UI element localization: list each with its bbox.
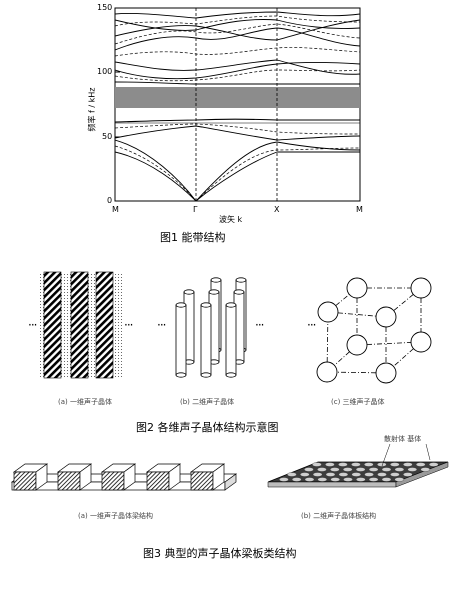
- plate-hole: [325, 472, 336, 477]
- plate-hole: [420, 467, 431, 472]
- plate-hole: [356, 477, 366, 482]
- plate-hole: [330, 477, 340, 482]
- plate-hole: [381, 467, 392, 472]
- plate-hole: [381, 477, 392, 482]
- beam-block: [56, 463, 93, 491]
- plate-hole: [390, 472, 400, 477]
- band-dashed-5: [115, 23, 360, 45]
- dots-left-c: ···: [307, 318, 317, 332]
- beam-block: [145, 463, 182, 491]
- plate-hole: [390, 462, 400, 467]
- plate-hole: [291, 477, 302, 482]
- band-upper-4: [115, 11, 360, 19]
- band-acoustic-2: [115, 139, 360, 201]
- plate-hole: [428, 462, 439, 467]
- y-tick-50: 50: [102, 132, 113, 141]
- y-tick-150: 150: [97, 3, 113, 12]
- plate-hole: [304, 477, 315, 482]
- plate-hole: [342, 467, 353, 472]
- phononic-beam: [10, 463, 238, 491]
- plate-hole: [279, 477, 289, 482]
- plate-hole: [351, 462, 361, 467]
- plate-hole: [343, 477, 353, 482]
- plate-hole: [364, 472, 374, 477]
- fig3-subcaption-a: (a) 一维声子晶体梁结构: [78, 512, 153, 520]
- plate-hole: [325, 462, 335, 467]
- band-upper-1: [115, 27, 360, 51]
- plate-hole: [330, 467, 340, 472]
- plate-hole: [403, 462, 413, 467]
- band-above-gap-2: [115, 62, 360, 80]
- band-above-gap-1: [115, 81, 360, 85]
- x-tick-m-right: M: [356, 205, 363, 214]
- figure-2-caption: 图2 各维声子晶体结构示意图: [136, 421, 279, 434]
- fig2-subcaption-c: (c) 三维声子晶体: [331, 398, 385, 406]
- plate-hole: [317, 467, 327, 472]
- band-gap: [115, 87, 360, 108]
- plate-hole: [287, 472, 297, 477]
- band-low-1: [115, 118, 360, 123]
- plate-hole: [377, 472, 387, 477]
- dots-left-b: ···: [157, 318, 167, 332]
- cylinder: [175, 302, 187, 378]
- plate-hole: [415, 462, 426, 467]
- fig3-subcaption-b: (b) 二维声子晶体板结构: [301, 512, 377, 520]
- plate-hole: [368, 467, 379, 472]
- band-upper-3: [115, 19, 360, 31]
- band-dashed-3: [115, 69, 360, 82]
- x-tick-m-left: M: [112, 205, 119, 214]
- plate-hole: [355, 467, 366, 472]
- beam-block: [100, 463, 137, 491]
- dots-left-a: ···: [28, 318, 38, 332]
- x-axis-label: 波矢 k: [219, 215, 243, 224]
- dots-right-b: ···: [255, 318, 265, 332]
- figure-1-caption: 图1 能带结构: [160, 231, 226, 244]
- beam-block: [189, 463, 226, 491]
- plate-hole: [351, 472, 362, 477]
- plate-hole: [312, 462, 322, 467]
- y-tick-0: 0: [107, 196, 113, 205]
- plate-hole: [394, 477, 405, 482]
- cylinder: [225, 302, 237, 378]
- beam-block: [12, 463, 49, 491]
- fig2-subcaption-b: (b) 二维声子晶体: [180, 398, 235, 406]
- plate-hole: [317, 477, 328, 482]
- two-dimensional-cylinders: [175, 277, 247, 378]
- plate-hole: [394, 467, 405, 472]
- dots-right-a: ···: [124, 318, 134, 332]
- band-dashed-4: [115, 47, 360, 57]
- band-structure-plot: [114, 7, 361, 202]
- y-tick-100: 100: [97, 67, 113, 76]
- three-dimensional-lattice: [316, 277, 432, 384]
- band-above-gap-3: [115, 59, 360, 75]
- plate-hole: [377, 462, 387, 467]
- plate-hole: [407, 467, 418, 472]
- plate-label: 散射体 基体: [384, 435, 422, 443]
- figure-3-caption: 图3 典型的声子晶体梁板类结构: [143, 547, 297, 560]
- cylinder: [200, 302, 212, 378]
- plate-hole: [368, 477, 379, 482]
- plate-hole: [312, 472, 323, 477]
- plate-hole: [338, 472, 349, 477]
- plate-hole: [403, 472, 413, 477]
- band-acoustic-3: [115, 125, 360, 141]
- band-dashed-2: [115, 123, 360, 135]
- phononic-crystal-schematics: [40, 271, 432, 384]
- band-acoustic-1: [115, 151, 360, 201]
- plate-hole: [364, 462, 374, 467]
- band-dashed-1: [115, 145, 360, 201]
- phononic-plate: [267, 443, 449, 488]
- x-tick-x: X: [274, 205, 280, 214]
- plate-hole: [304, 467, 314, 472]
- plate-hole: [300, 472, 310, 477]
- plate-hole: [338, 462, 348, 467]
- x-tick-gamma: Γ: [193, 205, 198, 214]
- one-dimensional-layers: [40, 271, 124, 379]
- band-dashed-6: [115, 15, 360, 27]
- cylinder: [183, 289, 195, 365]
- fig2-subcaption-a: (a) 一维声子晶体: [58, 398, 112, 406]
